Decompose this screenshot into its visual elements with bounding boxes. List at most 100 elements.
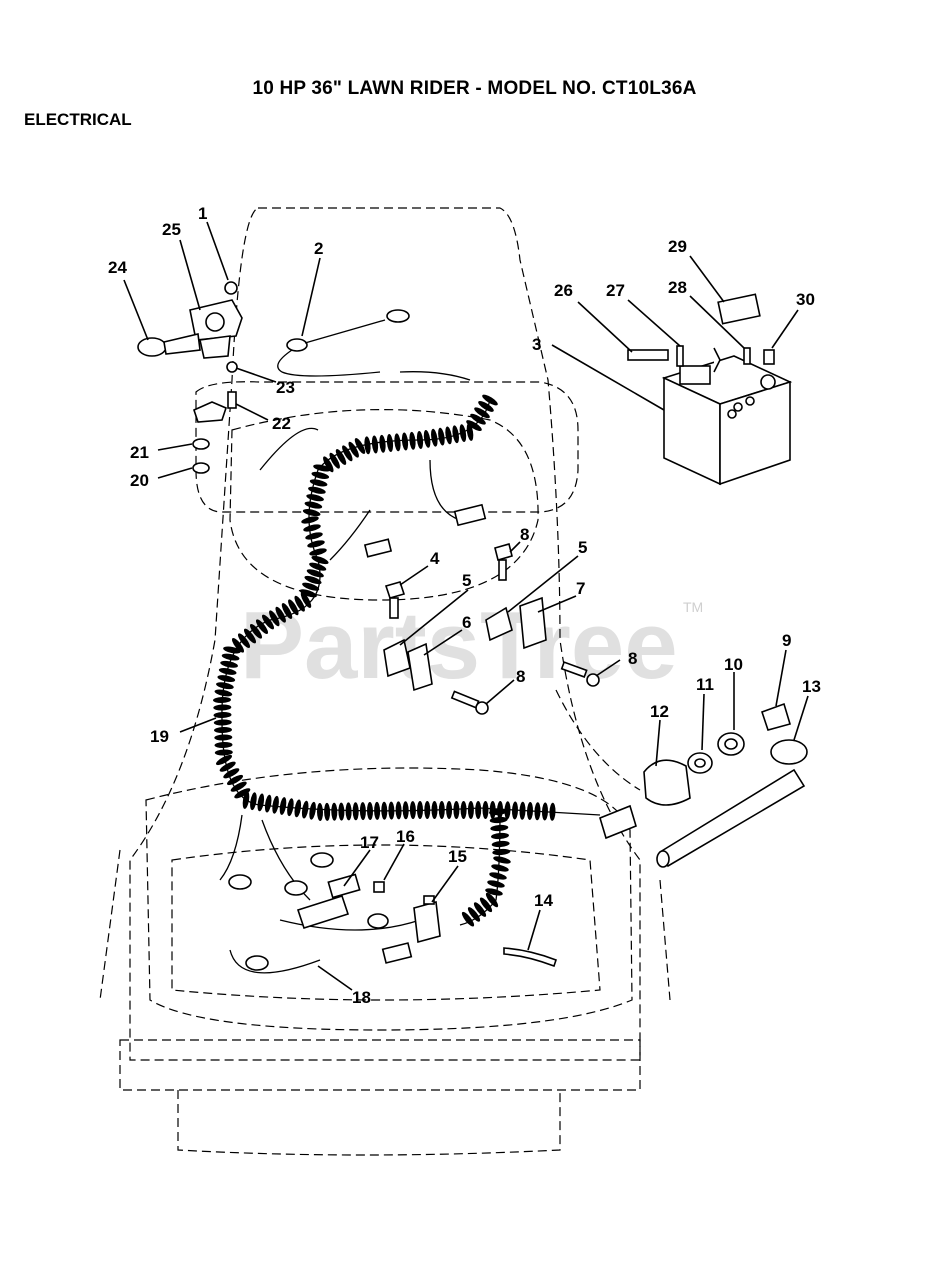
- harness-coil: [423, 430, 431, 448]
- callout-20: 20: [130, 471, 149, 490]
- harness-coil: [213, 719, 232, 726]
- harness-coil: [482, 801, 489, 819]
- callout-14: 14: [534, 891, 553, 910]
- part-4-bolt: [384, 581, 406, 599]
- harness-coil: [301, 800, 309, 819]
- harness-coil: [223, 646, 241, 654]
- harness-coil: [213, 704, 232, 711]
- harness-coil: [287, 798, 294, 817]
- part-15-switch: [413, 900, 441, 944]
- harness-coil: [303, 524, 321, 532]
- part-group-lower: [228, 503, 558, 971]
- leader-lines: [123, 221, 809, 991]
- callout-27: 27: [606, 281, 625, 300]
- callout-7: 7: [576, 579, 585, 598]
- harness-coil: [215, 754, 233, 766]
- harness-coil: [489, 872, 507, 880]
- harness-coil: [305, 532, 323, 540]
- harness-coil: [479, 897, 493, 913]
- callout-15: 15: [448, 847, 467, 866]
- harness-coil: [324, 802, 331, 821]
- harness-coil: [294, 799, 302, 818]
- harness-coil: [221, 653, 240, 661]
- harness-coil: [478, 400, 494, 412]
- watermark-text: PartsTree: [240, 592, 678, 699]
- harness-coil: [301, 516, 319, 524]
- harness-coil: [311, 555, 329, 565]
- part-29-cover: [717, 293, 761, 325]
- harness-coil: [424, 801, 431, 819]
- harness-coil: [214, 741, 233, 749]
- harness-coil: [220, 660, 238, 668]
- watermark-tm: TM: [683, 599, 703, 615]
- part-28-clip: [743, 347, 751, 365]
- callout-24: 24: [108, 258, 127, 277]
- harness-coil: [491, 832, 509, 840]
- harness-coil: [299, 589, 317, 598]
- part-8-screw-right: [560, 661, 588, 678]
- harness-coil: [504, 801, 511, 820]
- harness-coil: [386, 434, 394, 452]
- callout-8-lower: 8: [516, 667, 525, 686]
- harness-coil: [485, 888, 503, 896]
- harness-coil: [216, 682, 234, 690]
- harness-coil: [491, 840, 510, 848]
- callout-13: 13: [802, 677, 821, 696]
- callout-11: 11: [696, 675, 714, 694]
- part-group-ignition: [599, 702, 808, 868]
- part-14-tie: [503, 947, 558, 968]
- harness-coil: [250, 792, 257, 811]
- harness-coil: [388, 801, 395, 820]
- harness-coil: [306, 569, 324, 578]
- section-label: ELECTRICAL: [24, 110, 132, 129]
- harness-coil: [459, 424, 467, 442]
- harness-coil: [302, 582, 320, 591]
- harness-coil: [214, 734, 233, 741]
- harness-coil: [475, 801, 482, 819]
- callout-1: 1: [198, 204, 207, 223]
- harness-coil: [313, 464, 331, 472]
- harness-coil: [395, 801, 402, 820]
- part-30-nut: [763, 349, 775, 365]
- harness-coil: [309, 479, 328, 487]
- harness-coil: [381, 801, 388, 820]
- callout-19: 19: [150, 727, 169, 746]
- harness-coil: [261, 614, 275, 630]
- harness-coil: [493, 856, 511, 864]
- harness-coil: [243, 628, 257, 644]
- part-8-screw-top: [494, 543, 513, 561]
- harness-coil: [473, 902, 487, 917]
- part-12-ignition-switch: [643, 759, 691, 806]
- part-26-bolt: [627, 349, 669, 361]
- harness-coil: [374, 801, 381, 820]
- callout-10: 10: [724, 655, 743, 674]
- part-7-switch: [519, 596, 547, 650]
- harness-coil: [485, 892, 499, 908]
- harness-coil: [394, 433, 401, 452]
- part-23-washer: [226, 361, 238, 373]
- part-9-key: [760, 702, 792, 731]
- callout-numbers: 1 2 3 4 5 5 6 7 8 8 8 9 10 11 12 13 14 1…: [108, 204, 821, 1007]
- harness-coil: [352, 802, 359, 821]
- harness-coil: [460, 801, 467, 819]
- harness-coil: [307, 540, 325, 548]
- harness-coil: [257, 793, 265, 812]
- harness-coil: [219, 761, 236, 772]
- harness-coil: [342, 445, 353, 462]
- harness-coil: [364, 436, 371, 455]
- callout-12: 12: [650, 702, 669, 721]
- harness-coil: [511, 801, 519, 820]
- harness-coil: [264, 794, 272, 813]
- harness-coil: [304, 501, 323, 509]
- part-17-fuse-holder: [296, 894, 350, 930]
- harness-coil: [489, 816, 508, 824]
- harness-coil: [242, 791, 250, 809]
- harness-coil: [230, 781, 247, 792]
- harness-coil: [431, 801, 438, 819]
- harness-coil: [438, 801, 445, 819]
- part-group-center: [383, 543, 600, 715]
- harness-coil: [466, 423, 474, 441]
- part-18-terminal: [367, 913, 389, 929]
- harness-coil: [489, 808, 507, 816]
- harness-coil: [354, 438, 366, 454]
